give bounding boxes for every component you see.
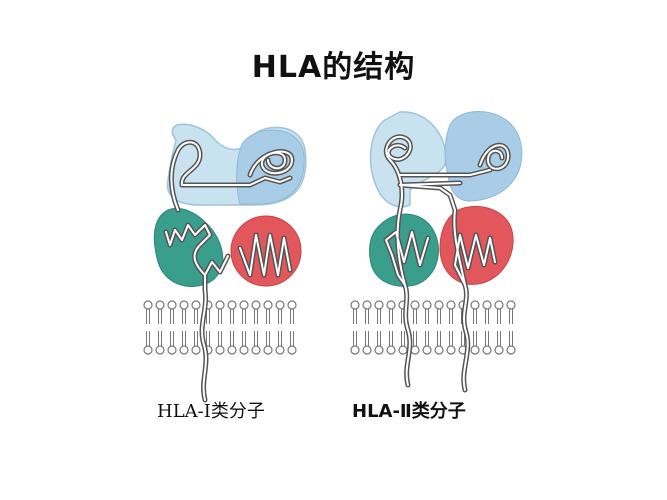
- lipid-head: [155, 300, 165, 310]
- lipid-head: [446, 345, 456, 355]
- lipid-head: [410, 300, 420, 310]
- lipid-head: [251, 345, 261, 355]
- lipid-head: [275, 300, 285, 310]
- lipid-head: [482, 300, 492, 310]
- lipid-head: [167, 300, 177, 310]
- lipid-head: [143, 300, 153, 310]
- lipid-head: [350, 345, 360, 355]
- lipid-head: [263, 300, 273, 310]
- lipid-head: [386, 300, 396, 310]
- lipid-head: [422, 345, 432, 355]
- cell-membrane-right: [350, 300, 516, 355]
- lipid-head: [434, 345, 444, 355]
- lipid-head: [227, 300, 237, 310]
- hla-class1-molecule: [143, 123, 307, 403]
- class2-alpha1-domain: [369, 111, 447, 208]
- lipid-head: [191, 300, 201, 310]
- lipid-head: [470, 345, 480, 355]
- class2-alpha2-domain: [369, 213, 439, 287]
- lipid-head: [179, 345, 189, 355]
- lipid-head: [239, 345, 249, 355]
- lipid-head: [350, 300, 360, 310]
- lipid-head: [263, 345, 273, 355]
- lipid-head: [191, 345, 201, 355]
- lipid-head: [482, 345, 492, 355]
- lipid-head: [275, 345, 285, 355]
- cell-membrane-left: [143, 300, 297, 355]
- lipid-head: [143, 345, 153, 355]
- lipid-head: [227, 345, 237, 355]
- lipid-head: [239, 300, 249, 310]
- lipid-head: [506, 345, 516, 355]
- lipid-head: [374, 345, 384, 355]
- alpha3-domain: [153, 207, 224, 287]
- lipid-head: [386, 345, 396, 355]
- lipid-head: [215, 345, 225, 355]
- lipid-head: [251, 300, 261, 310]
- class2-caption: HLA-Ⅱ类分子: [352, 401, 466, 422]
- lipid-head: [362, 300, 372, 310]
- page-title: HLA的结构: [251, 50, 416, 85]
- hla-class2-molecule: [350, 111, 523, 393]
- class1-caption: HLA-Ⅰ类分子: [157, 401, 265, 422]
- lipid-head: [434, 300, 444, 310]
- lipid-head: [494, 345, 504, 355]
- lipid-head: [470, 300, 480, 310]
- lipid-head: [506, 300, 516, 310]
- lipid-head: [362, 345, 372, 355]
- lipid-head: [287, 345, 297, 355]
- lipid-head: [287, 300, 297, 310]
- lipid-head: [215, 300, 225, 310]
- lipid-head: [446, 300, 456, 310]
- lipid-head: [167, 345, 177, 355]
- lipid-head: [374, 300, 384, 310]
- lipid-head: [179, 300, 189, 310]
- lipid-head: [410, 345, 420, 355]
- lipid-head: [494, 300, 504, 310]
- lipid-head: [398, 345, 408, 355]
- lipid-head: [155, 345, 165, 355]
- lipid-head: [422, 300, 432, 310]
